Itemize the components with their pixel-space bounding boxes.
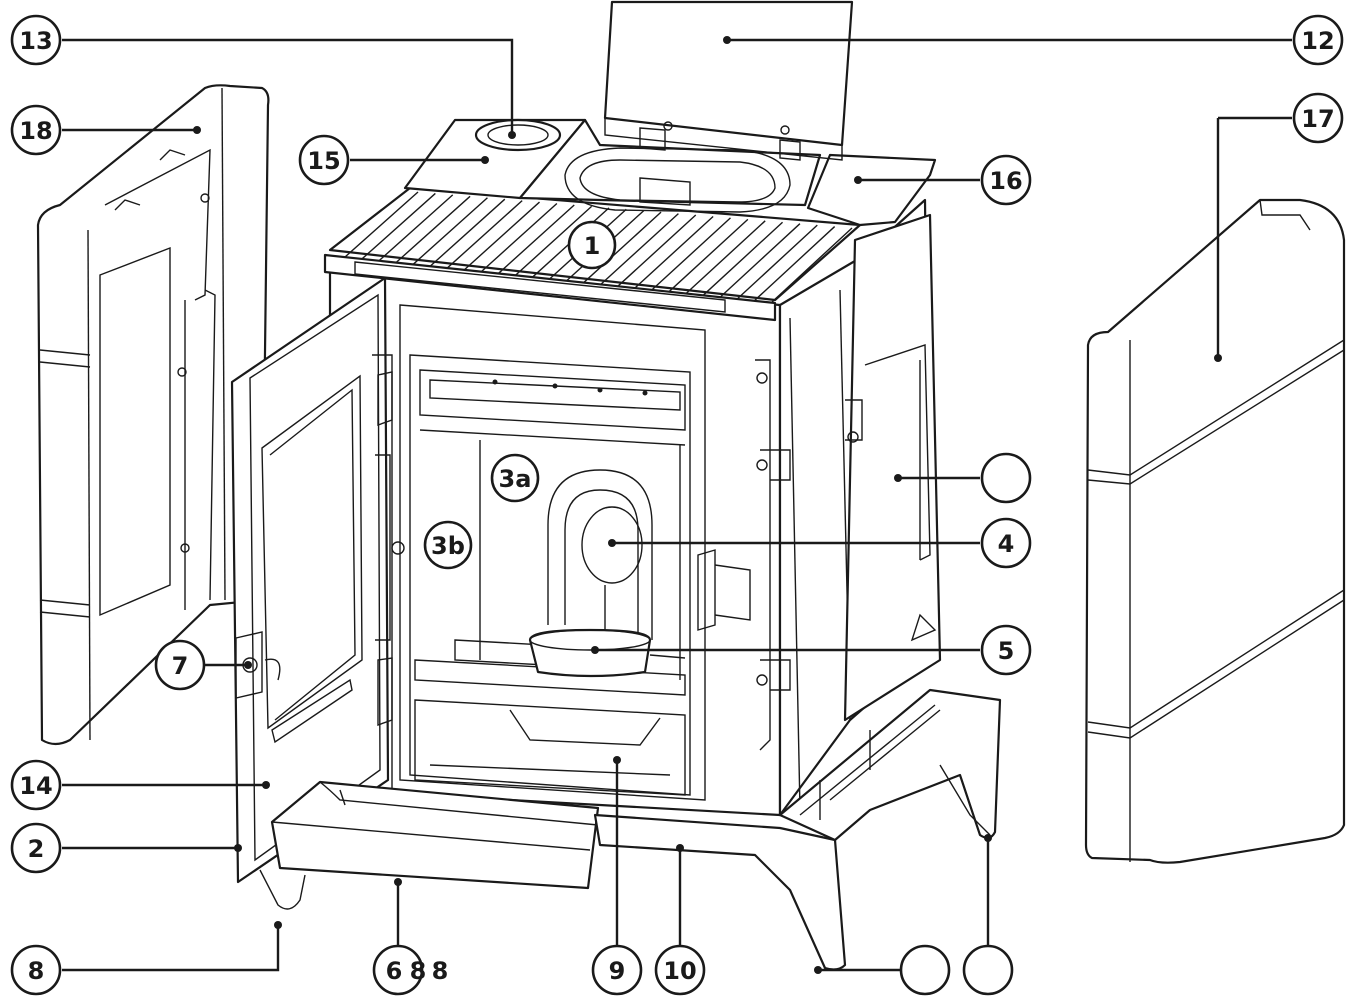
- callout-18: [980, 452, 1032, 504]
- callout-17: 17: [1292, 92, 1344, 144]
- callouts: 13 12 18 17 15 16 1 3a 3b 4 5 7 14 2 8 6…: [10, 14, 1344, 996]
- grill-bar: [771, 227, 853, 303]
- grill-bar: [703, 221, 784, 296]
- grill-bar: [515, 205, 593, 276]
- grill-bar: [481, 203, 558, 272]
- grill-bar: [395, 195, 471, 263]
- callout-10: 12: [1292, 14, 1344, 66]
- grill-bar: [361, 192, 436, 260]
- grill-bar: [686, 220, 766, 294]
- callout-6-8-8: 6 8 8: [372, 944, 449, 996]
- callout-3a: 3a: [490, 453, 540, 503]
- left-side-panel: [36, 84, 270, 746]
- grill-bar: [737, 224, 818, 299]
- grill-bar: [412, 197, 488, 265]
- callout-16: 18: [10, 104, 62, 156]
- svg-text:18: 18: [19, 117, 52, 145]
- callout-15: 10: [654, 944, 706, 996]
- callout-14: 16: [980, 154, 1032, 206]
- callout-13: 15: [298, 134, 350, 186]
- svg-text:12: 12: [1301, 27, 1334, 55]
- callout-blank-2: [962, 944, 1014, 996]
- svg-text:8: 8: [432, 957, 449, 985]
- svg-text:3b: 3b: [431, 532, 465, 560]
- svg-text:8: 8: [28, 957, 45, 985]
- stove-body: [328, 198, 942, 817]
- grill-bar: [617, 214, 697, 287]
- grill-bar: [429, 198, 506, 267]
- callout-12: 14: [10, 759, 62, 811]
- svg-text:7: 7: [172, 652, 189, 680]
- grill-bar: [447, 200, 523, 269]
- grill-bar: [378, 194, 454, 262]
- svg-text:6: 6: [386, 957, 403, 985]
- callout-8: 8: [10, 944, 62, 996]
- grill-bar: [600, 213, 679, 285]
- svg-text:9: 9: [609, 957, 626, 985]
- callout-1: 1: [567, 220, 617, 270]
- svg-text:5: 5: [998, 637, 1015, 665]
- svg-text:3a: 3a: [499, 465, 532, 493]
- callout-2: 2: [10, 822, 62, 874]
- svg-text:2: 2: [28, 835, 45, 863]
- svg-text:17: 17: [1301, 105, 1334, 133]
- grill-bar: [464, 201, 540, 271]
- svg-text:14: 14: [19, 772, 52, 800]
- svg-text:4: 4: [998, 530, 1015, 558]
- grill-bar: [754, 226, 836, 301]
- callout-7: 7: [154, 639, 206, 691]
- callout-9: 9: [591, 944, 643, 996]
- svg-text:8: 8: [410, 957, 427, 985]
- ash-drawer: [270, 780, 600, 890]
- hopper-lid: [603, 0, 854, 161]
- svg-text:13: 13: [19, 27, 52, 55]
- grill-bar: [634, 215, 714, 289]
- callout-4: 4: [980, 517, 1032, 569]
- callout-11: 13: [10, 14, 62, 66]
- grill-bar: [583, 211, 662, 283]
- svg-text:15: 15: [307, 147, 340, 175]
- callout-blank-1: [899, 944, 951, 996]
- right-side-panel: [1084, 198, 1346, 864]
- leader-lines: [62, 36, 1292, 974]
- svg-text:16: 16: [989, 167, 1022, 195]
- callout-5: 5: [980, 624, 1032, 676]
- svg-text:1: 1: [584, 232, 601, 260]
- grill-bar: [651, 217, 731, 290]
- grill-bar: [720, 223, 801, 298]
- grill-bar: [498, 204, 575, 274]
- top-plates: [403, 118, 937, 227]
- callout-3b: 3b: [423, 520, 473, 570]
- grill-bar: [669, 218, 749, 292]
- front-door: [230, 276, 405, 884]
- svg-text:10: 10: [663, 957, 696, 985]
- grill-bar: [344, 191, 419, 258]
